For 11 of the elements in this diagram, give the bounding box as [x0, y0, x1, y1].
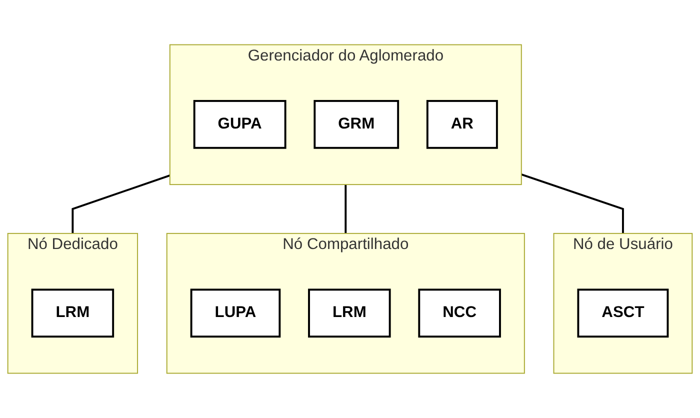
connector [521, 174, 624, 234]
node-box: LUPA [190, 288, 281, 338]
node-box: LRM [308, 288, 391, 338]
connector [72, 174, 170, 234]
node-box: ASCT [577, 288, 669, 338]
connector [344, 184, 347, 234]
node-box: NCC [418, 288, 501, 338]
node-box: GRM [314, 100, 400, 149]
node-box: GUPA [193, 100, 286, 149]
node-box: AR [426, 100, 498, 149]
node-box: LRM [31, 288, 114, 338]
